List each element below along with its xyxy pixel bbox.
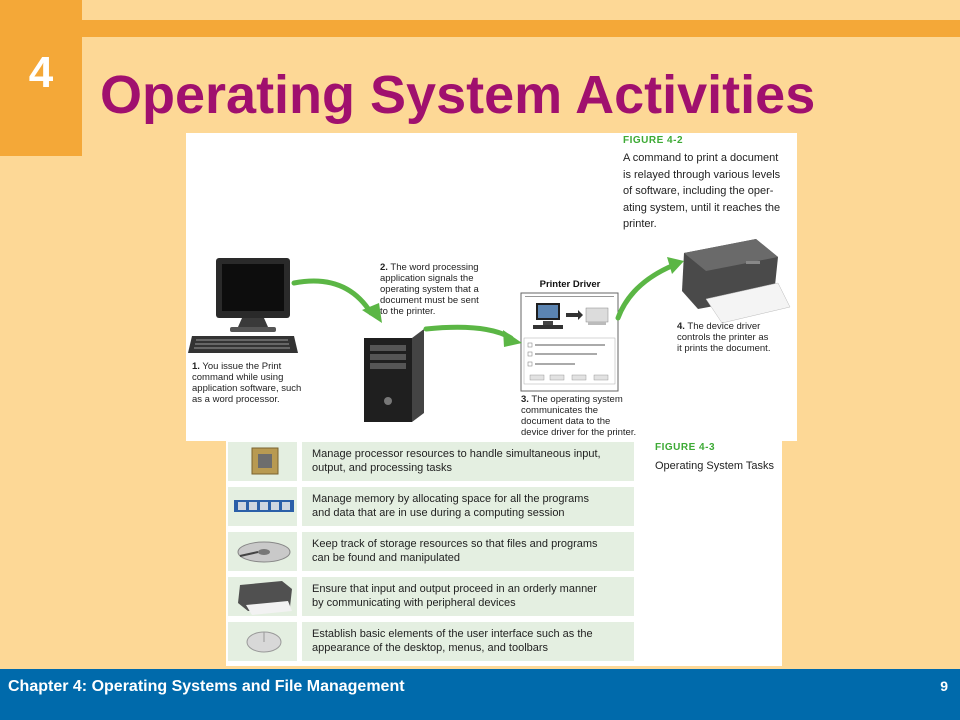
print-flow-illustration xyxy=(188,239,791,422)
task-row-memory: Manage memory by allocating space for al… xyxy=(226,486,634,527)
computer-tower-icon xyxy=(364,329,424,422)
figure-4-2-label: FIGURE 4-2 xyxy=(623,135,684,146)
header-accent-bar xyxy=(82,20,960,37)
step-1-text: 1. You issue the Print command while usi… xyxy=(192,361,302,405)
task-row-ui: Establish basic elements of the user int… xyxy=(226,621,634,662)
mouse-icon xyxy=(228,622,297,661)
figure-4-3-label: FIGURE 4-3 xyxy=(655,442,716,453)
task-text-io: Ensure that input and output proceed in … xyxy=(302,577,634,616)
chapter-number-block: 4 xyxy=(0,0,82,156)
figure-4-3: Manage processor resources to handle sim… xyxy=(226,441,782,666)
figure-4-2-caption: A command to print a document is relayed… xyxy=(623,152,781,230)
step-4-text: 4. The device driver controls the printe… xyxy=(677,321,771,354)
slide-title: Operating System Activities xyxy=(100,65,816,125)
printer-driver-title: Printer Driver xyxy=(539,279,601,290)
step-3-text: 3. The operating system communicates the… xyxy=(521,394,637,438)
memory-module-icon xyxy=(228,487,297,526)
printer-driver-window xyxy=(520,292,619,392)
task-text-memory: Manage memory by allocating space for al… xyxy=(302,487,634,526)
hard-drive-icon xyxy=(228,532,297,571)
task-text-ui: Establish basic elements of the user int… xyxy=(302,622,634,661)
footer-bar: Chapter 4: Operating Systems and File Ma… xyxy=(0,669,960,720)
figure-4-2: FIGURE 4-2 A command to print a document… xyxy=(186,133,797,441)
task-text-storage: Keep track of storage resources so that … xyxy=(302,532,634,571)
printer-icon xyxy=(228,577,297,616)
task-text-processor: Manage processor resources to handle sim… xyxy=(302,442,634,481)
laser-printer-icon xyxy=(682,239,791,324)
step-2-text: 2. The word processing application signa… xyxy=(380,262,479,317)
chapter-number: 4 xyxy=(28,48,54,97)
page-number: 9 xyxy=(940,678,948,694)
processor-chip-icon xyxy=(228,442,297,481)
monitor-icon xyxy=(216,258,290,332)
task-row-io: Ensure that input and output proceed in … xyxy=(226,576,634,617)
figure-4-3-caption: Operating System Tasks xyxy=(655,460,775,472)
footer-chapter-title: Chapter 4: Operating Systems and File Ma… xyxy=(8,678,405,695)
task-row-storage: Keep track of storage resources so that … xyxy=(226,531,634,572)
task-row-processor: Manage processor resources to handle sim… xyxy=(226,441,634,482)
keyboard-icon xyxy=(188,336,298,353)
